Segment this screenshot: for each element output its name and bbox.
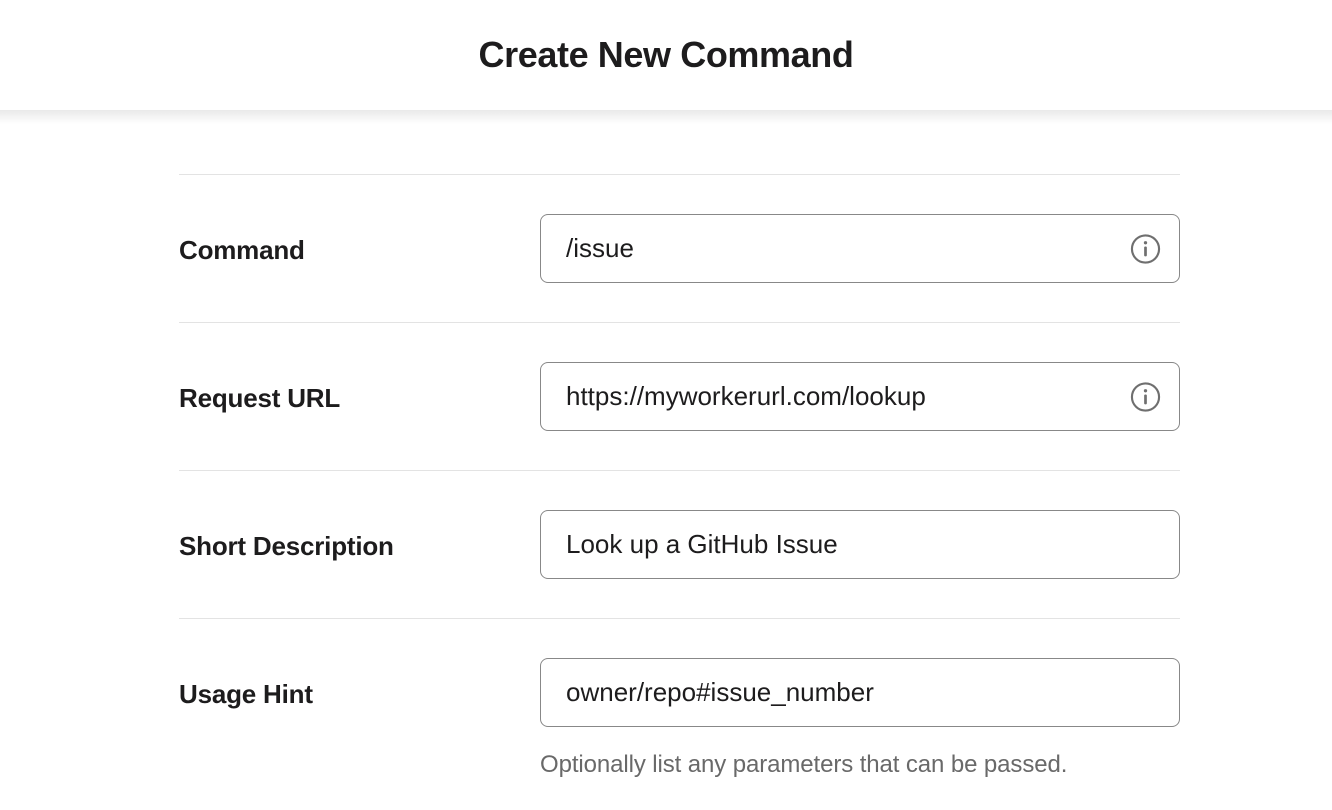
row-divider-3 [179,470,1180,471]
label-command: Command [179,235,305,265]
input-wrap-request-url [540,362,1180,431]
usage-hint-input[interactable] [540,658,1180,727]
form-row-short-description: Short Description [179,471,1180,618]
input-wrap-command [540,214,1180,283]
form-row-request-url: Request URL [179,323,1180,470]
modal-header: Create New Command [0,0,1332,110]
row-divider-1 [179,174,1180,175]
field-column-request-url [540,323,1180,431]
label-usage-hint: Usage Hint [179,679,313,709]
label-request-url: Request URL [179,383,341,413]
row-divider-2 [179,322,1180,323]
request-url-input[interactable] [540,362,1180,431]
info-icon[interactable] [1130,381,1161,412]
page-title: Create New Command [478,34,854,75]
form-row-usage-hint: Usage Hint Optionally list any parameter… [179,619,1180,778]
command-input[interactable] [540,214,1180,283]
usage-hint-helper-text: Optionally list any parameters that can … [540,751,1068,778]
label-short-description: Short Description [179,531,394,561]
info-icon[interactable] [1130,233,1161,264]
row-divider-4 [179,618,1180,619]
short-description-input[interactable] [540,510,1180,579]
field-column-command [540,175,1180,283]
input-wrap-short-description [540,510,1180,579]
command-form: Command Request URL [179,174,1180,778]
form-row-command: Command [179,175,1180,322]
field-column-usage-hint: Optionally list any parameters that can … [540,619,1180,780]
input-wrap-usage-hint [540,658,1180,727]
modal-body: Command Request URL [0,124,1332,810]
header-divider-shadow [0,110,1332,124]
field-column-short-description [540,471,1180,579]
